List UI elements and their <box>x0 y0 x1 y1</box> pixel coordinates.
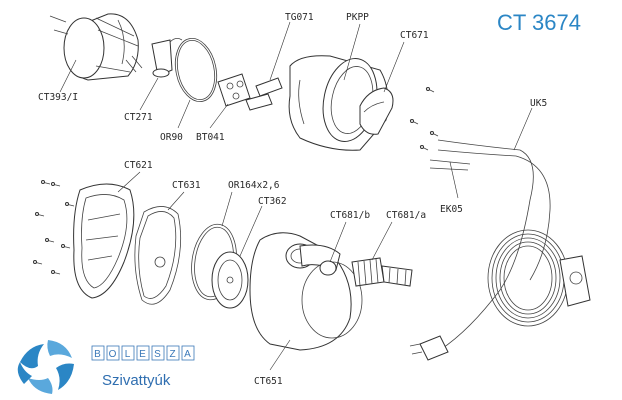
label-or164: OR164x2,6 <box>228 180 280 191</box>
label-ct681b: CT681/b <box>330 210 370 221</box>
terminal-bt041 <box>217 73 251 107</box>
brand-subtitle: Szivattyúk <box>102 372 171 389</box>
label-tg071: TG071 <box>285 12 314 23</box>
label-ct631: CT631 <box>172 180 201 191</box>
label-ek05: EK05 <box>440 204 463 215</box>
capacitor-ct271 <box>151 38 183 78</box>
float-ct671 <box>359 87 394 135</box>
label-ct393: CT393/I <box>38 92 78 103</box>
label-uk5: UK5 <box>530 98 547 109</box>
screws-left <box>33 180 75 275</box>
brand-name-boxes: B O L E S Z A <box>91 345 195 361</box>
label-or90: OR90 <box>160 132 183 143</box>
label-ct671: CT671 <box>400 30 429 41</box>
diagram-title: CT 3674 <box>497 10 581 35</box>
label-ct651: CT651 <box>254 376 283 387</box>
switch-tg071 <box>245 77 283 111</box>
label-ct362: CT362 <box>258 196 287 207</box>
brand-letter: A <box>184 349 192 360</box>
cable-uk5 <box>429 139 591 351</box>
brand-swirl-icon <box>17 340 74 394</box>
brand-letter: L <box>125 349 132 360</box>
fitting-ct681a <box>351 257 413 287</box>
oring-or90 <box>174 38 218 102</box>
label-ct681a: CT681/a <box>386 210 426 221</box>
label-pkpp: PKPP <box>346 12 369 23</box>
label-bt041: BT041 <box>196 132 225 143</box>
motor-ct393 <box>49 13 143 81</box>
impeller-ct362 <box>211 251 249 309</box>
brand-letter: E <box>139 349 147 360</box>
brand-letter: S <box>154 349 162 360</box>
label-ct271: CT271 <box>124 112 153 123</box>
brand-letter: O <box>109 349 118 360</box>
brand-letter: Z <box>169 349 176 360</box>
pump-body-ct651 <box>249 232 363 351</box>
washer-ct681b <box>319 260 337 276</box>
base-plate-ct621 <box>73 183 135 299</box>
screws-top <box>409 87 439 151</box>
brand-logo: B O L E S Z A Szivattyúk <box>17 340 195 394</box>
brand-letter: B <box>94 349 102 360</box>
label-ct621: CT621 <box>124 160 153 171</box>
gasket-ct631 <box>134 206 182 305</box>
plug-ek05 <box>409 335 449 361</box>
